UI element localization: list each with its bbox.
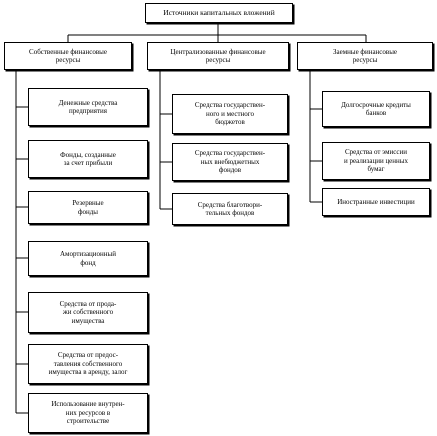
item-own-profit-funds: Фонды, созданные за счет прибыли [28,140,148,178]
item-borrowed-foreign-investment: Иностранные инвестиции [322,188,430,216]
item-central-charity-funds: Средства благотвори- тельных фондов [172,193,288,225]
column-header-own-resources: Собственные финансовые ресурсы [4,42,132,70]
item-own-asset-lease: Средства от предос- тавления собственног… [28,344,148,384]
root-node: Источники капитальных вложений [145,3,293,23]
item-own-cash: Денежные средства предприятия [28,88,148,126]
column-header-borrowed-resources: Заемные финансовые ресурсы [297,42,433,70]
column-header-centralized-resources: Централизованные финансовые ресурсы [147,42,289,70]
item-own-reserve-funds: Резервные фонды [28,191,148,224]
item-borrowed-bank-loans: Долгосрочные кредиты банков [322,91,430,127]
item-central-budgets: Средства государствен- ного и местного б… [172,94,288,134]
item-own-asset-sales: Средства от прода- жи собственного имуще… [28,292,148,333]
item-own-internal-resources: Использование внутрен- них ресурсов в ст… [28,393,148,433]
item-central-offbudget-funds: Средства государствен- ных внебюджетных … [172,143,288,181]
item-own-depreciation-fund: Амортизационный фонд [28,241,148,276]
item-borrowed-securities: Средства от эмиссии и реализации ценных … [322,142,430,180]
